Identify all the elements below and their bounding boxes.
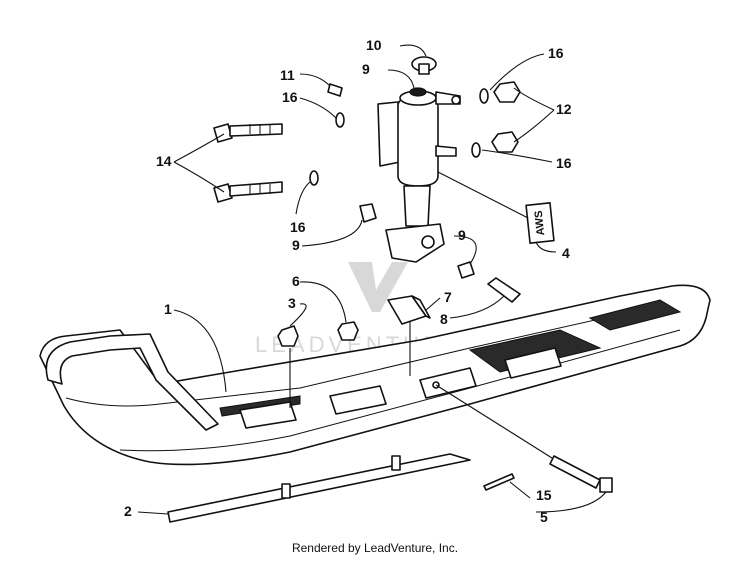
grease-fitting	[327, 83, 343, 97]
callout-9a: 9	[292, 237, 300, 253]
callout-5: 5	[540, 509, 548, 525]
footer-credit: Rendered by LeadVenture, Inc.	[291, 541, 459, 555]
spindle-bracket	[387, 295, 431, 325]
callout-7: 7	[444, 289, 452, 305]
callout-14: 14	[156, 153, 172, 169]
callout-1: 1	[164, 301, 172, 317]
callout-9b: 9	[458, 227, 466, 243]
callout-16b: 16	[290, 219, 306, 235]
callout-3: 3	[288, 295, 296, 311]
cotter-pin	[483, 473, 515, 491]
callout-11: 9	[362, 61, 370, 77]
spindle-assembly	[377, 87, 461, 263]
bolts	[213, 123, 283, 203]
callout-12: 10	[366, 37, 382, 53]
washers	[309, 88, 489, 186]
callout-6: 6	[292, 273, 300, 289]
callout-16a: 16	[282, 89, 298, 105]
callout-10: 12	[556, 101, 572, 117]
wear-bar	[167, 453, 471, 523]
callout-8: 8	[440, 311, 448, 327]
spindle-cap	[411, 56, 437, 75]
bushings	[359, 203, 475, 279]
decal-text: AWS	[533, 210, 548, 236]
callouts: 10 9 11 16 14 16 16 12 16 4 9 9 6 3 7 8 …	[124, 37, 572, 525]
callout-16d: 16	[556, 155, 572, 171]
callout-16c: 16	[548, 45, 564, 61]
callout-4: 4	[562, 245, 570, 261]
aws-decal: AWS	[525, 202, 555, 244]
leader-lines	[137, 44, 607, 515]
sleeve	[487, 277, 521, 303]
nuts	[277, 81, 521, 347]
callout-2: 2	[124, 503, 132, 519]
callout-15: 15	[536, 487, 552, 503]
callout-13: 11	[280, 67, 295, 83]
spindle-bolt	[549, 455, 613, 493]
ski-body	[39, 284, 711, 466]
